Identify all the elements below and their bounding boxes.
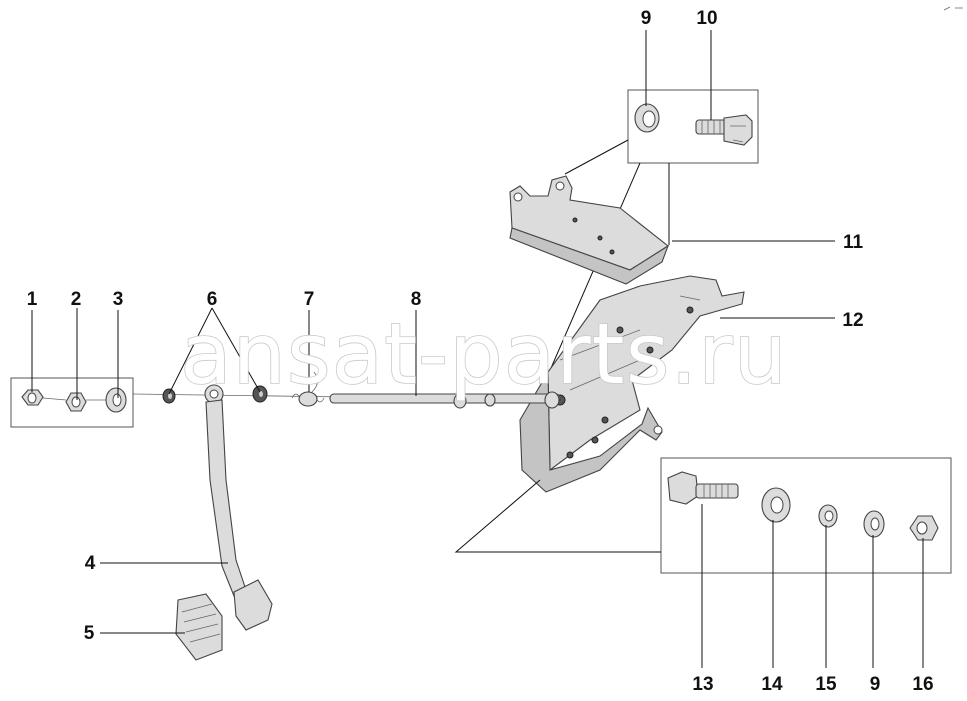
inset-box-left [10,377,134,428]
callout-15: 15 [815,674,837,695]
callout-12: 12 [842,310,863,331]
callout-9-bottom: 9 [870,674,881,695]
callout-leader-lines [31,30,924,668]
pedal-bracket-part-12 [519,275,745,493]
washer-part-3-left [105,387,127,413]
washer-part-9-top [634,103,660,133]
callout-10: 10 [696,8,717,29]
bolt-part-10 [695,114,753,146]
callout-7: 7 [304,289,315,310]
spring-part-7 [291,371,325,407]
nut-part-1 [21,389,44,406]
bolt-part-13 [667,471,739,505]
bushing-part-6-left [162,388,176,404]
washer-part-14 [761,487,791,523]
shaft-part-8 [329,391,561,409]
callout-5: 5 [84,623,95,644]
bracket-part-11 [509,175,670,285]
pedal-arm-part-4 [204,384,273,631]
washer-part-15 [818,504,838,528]
callout-9-top: 9 [641,8,652,29]
bushing-part-6-right [252,385,268,403]
watermark-text: ansat-parts.ru [180,305,788,403]
pedal-pad-part-5 [175,593,223,661]
connector-line-bracket-to-inset [454,479,661,553]
washer-part-9-bottom [863,510,885,538]
inset-box-top [627,89,759,164]
callout-14: 14 [761,674,783,695]
callout-2: 2 [71,289,82,310]
callout-labels: 1 2 3 6 7 8 9 10 11 12 4 5 13 14 15 9 16 [27,8,934,695]
callout-1: 1 [27,289,38,310]
callout-4: 4 [85,553,96,574]
washer-part-2-left [65,392,87,412]
callout-13: 13 [692,674,713,695]
callout-16: 16 [912,674,933,695]
corner-mark [943,6,963,11]
callout-6: 6 [207,289,218,310]
callout-8: 8 [411,289,422,310]
nut-part-16 [909,515,939,541]
inset-box-bottom [454,457,952,574]
callout-3: 3 [113,289,124,310]
callout-11: 11 [843,232,864,253]
